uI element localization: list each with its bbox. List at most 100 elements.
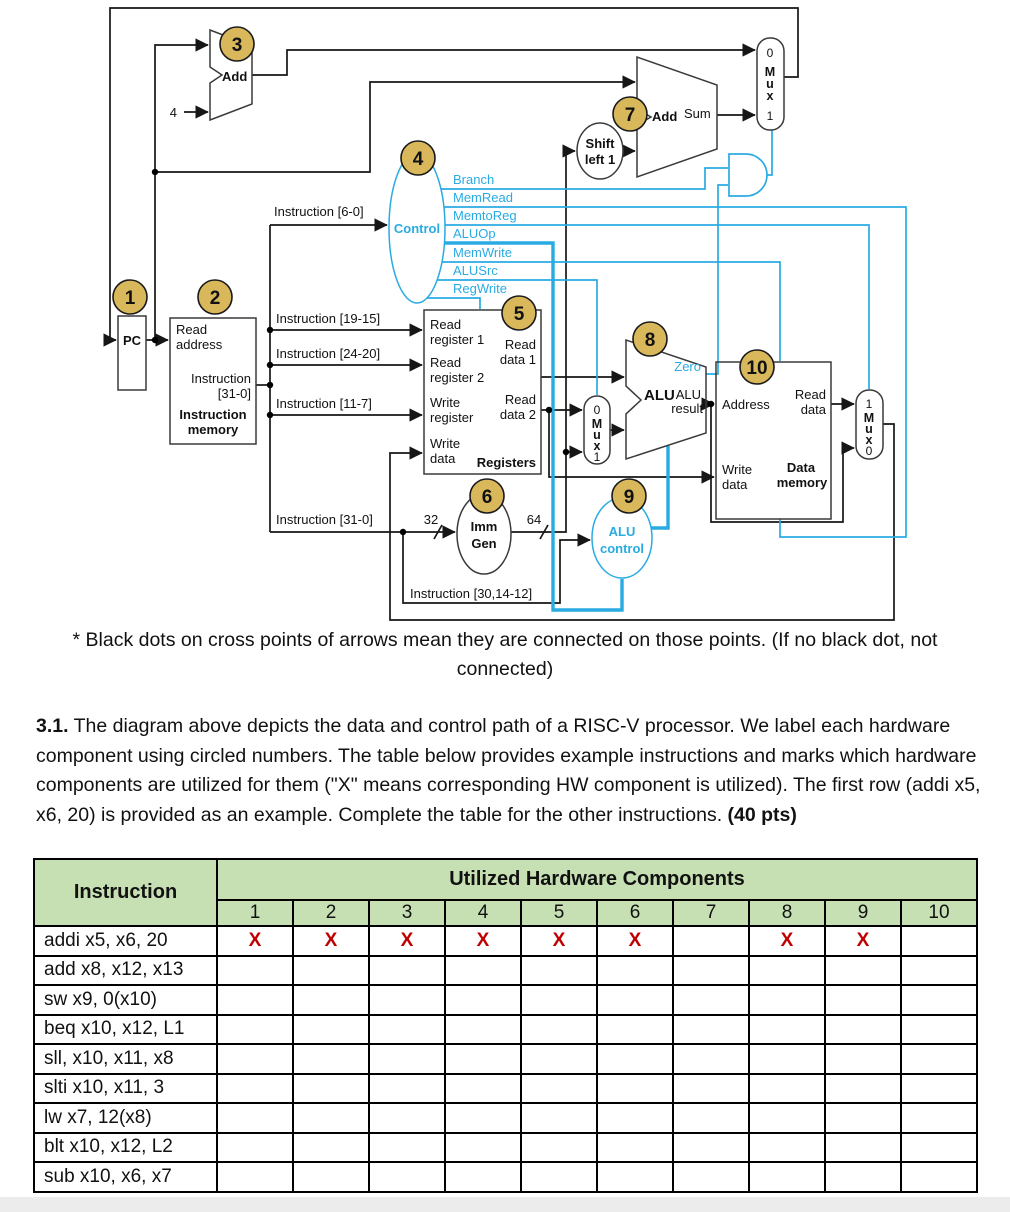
mark-cell: X [292, 925, 370, 957]
reg-rr1-2: register 1 [430, 332, 484, 347]
mark-cell [292, 1102, 370, 1134]
mark-cell: X [444, 925, 522, 957]
dmem-readdata-2: data [801, 402, 827, 417]
mark-cell [748, 1161, 826, 1193]
registers-name: Registers [477, 455, 536, 470]
wire-pc-to-addsum [155, 75, 636, 173]
mark-cell [748, 1131, 826, 1163]
wire-readdata2-to-dmem [548, 410, 715, 484]
mark-cell [672, 1102, 750, 1134]
wire-aluop [444, 241, 624, 612]
dmem-address: Address [722, 397, 770, 412]
svg-text:x: x [866, 433, 873, 447]
badge-7: 7 [625, 105, 636, 126]
mark-cell [900, 1161, 978, 1193]
mark-cell [748, 954, 826, 986]
question-points: (40 pts) [727, 803, 797, 826]
badge-9: 9 [624, 487, 635, 508]
instruction-cell: sub x10, x6, x7 [33, 1161, 218, 1193]
mark-cell [520, 1131, 598, 1163]
mark-cell [368, 1013, 446, 1045]
mark-cell [444, 954, 522, 986]
wire-instr-30-14-12 [402, 532, 591, 604]
connection-note: * Black dots on cross points of arrows m… [72, 629, 938, 680]
mark-cell [748, 1102, 826, 1134]
signal-memwrite: MemWrite [453, 245, 512, 260]
wire-and-out [767, 130, 773, 176]
badge-5-circle [501, 295, 537, 331]
table-row: blt x10, x12, L2 [33, 1131, 978, 1163]
svg-text:1: 1 [866, 397, 873, 411]
reg-rr2-2: register 2 [430, 370, 484, 385]
pc-label: PC [123, 333, 142, 348]
question-body: The diagram above depicts the data and c… [36, 715, 981, 826]
mark-cell [824, 954, 902, 986]
badge-2-circle [197, 279, 233, 315]
mark-cell [900, 925, 978, 957]
mark-cell [900, 1013, 978, 1045]
table-row: add x8, x12, x13 [33, 954, 978, 986]
svg-text:x: x [594, 439, 601, 453]
mark-cell [292, 1161, 370, 1193]
badge-5: 5 [514, 304, 525, 325]
instruction-cell: lw x7, 12(x8) [33, 1102, 218, 1134]
mark-cell [368, 1072, 446, 1104]
reg-wd-2: data [430, 451, 456, 466]
col-header-2: 2 [292, 899, 370, 927]
mark-cell [216, 1043, 294, 1075]
control-wires [427, 130, 907, 612]
mark-cell [520, 984, 598, 1016]
badge-2: 2 [210, 288, 221, 309]
svg-text:M: M [765, 65, 775, 79]
mark-cell [444, 1102, 522, 1134]
mark-cell [216, 984, 294, 1016]
mark-cell [672, 1131, 750, 1163]
bus-19-15-label: Instruction [19-15] [276, 311, 380, 326]
reg-rr2-1: Read [430, 355, 461, 370]
mark-cell [824, 1161, 902, 1193]
table-row: slti x10, x11, 3 [33, 1072, 978, 1104]
svg-text:M: M [864, 411, 874, 425]
mark-cell: X [520, 925, 598, 957]
wire-pc-to-add [154, 38, 209, 340]
immgen-label-2: Gen [471, 536, 496, 551]
control-label: Control [394, 221, 440, 236]
badge-1-circle [112, 279, 148, 315]
mark-cell [900, 984, 978, 1016]
mark-cell [900, 1131, 978, 1163]
mark-cell [520, 1102, 598, 1134]
mark-cell [216, 1072, 294, 1104]
table-row: beq x10, x12, L1 [33, 1013, 978, 1045]
col-header-9: 9 [824, 899, 902, 927]
instruction-cell: sw x9, 0(x10) [33, 984, 218, 1016]
pc-src-mux-labels: 0 M u x 1 [765, 46, 775, 123]
mark-cell: X [216, 925, 294, 957]
mark-cell [292, 984, 370, 1016]
signal-memread: MemRead [453, 190, 513, 205]
mark-cell [292, 954, 370, 986]
col-header-6: 6 [596, 899, 674, 927]
col-header-1: 1 [216, 899, 294, 927]
mark-cell [824, 984, 902, 1016]
instruction-cell: slti x10, x11, 3 [33, 1072, 218, 1104]
mark-cell [368, 1131, 446, 1163]
col-header-7: 7 [672, 899, 750, 927]
mark-cell [444, 984, 522, 1016]
shift-left-label-2: left 1 [585, 152, 615, 167]
col-header-4: 4 [444, 899, 522, 927]
mark-cell [596, 1043, 674, 1075]
svg-text:0: 0 [866, 444, 873, 458]
page-bottom-strip [0, 1197, 1010, 1212]
reg-wr-2: register [430, 410, 474, 425]
badge-8-circle [632, 321, 668, 357]
col-header-8: 8 [748, 899, 826, 927]
immgen-label-1: Imm [471, 519, 498, 534]
wire-pc-feedback [103, 7, 799, 347]
alu-label: ALU [644, 387, 675, 404]
mark-cell [824, 1072, 902, 1104]
question-3-1: 3.1. The diagram above depicts the data … [36, 712, 982, 830]
mark-cell [292, 1131, 370, 1163]
mark-cell [748, 1043, 826, 1075]
alu-src-mux-labels: 0 M u x 1 [592, 403, 602, 464]
